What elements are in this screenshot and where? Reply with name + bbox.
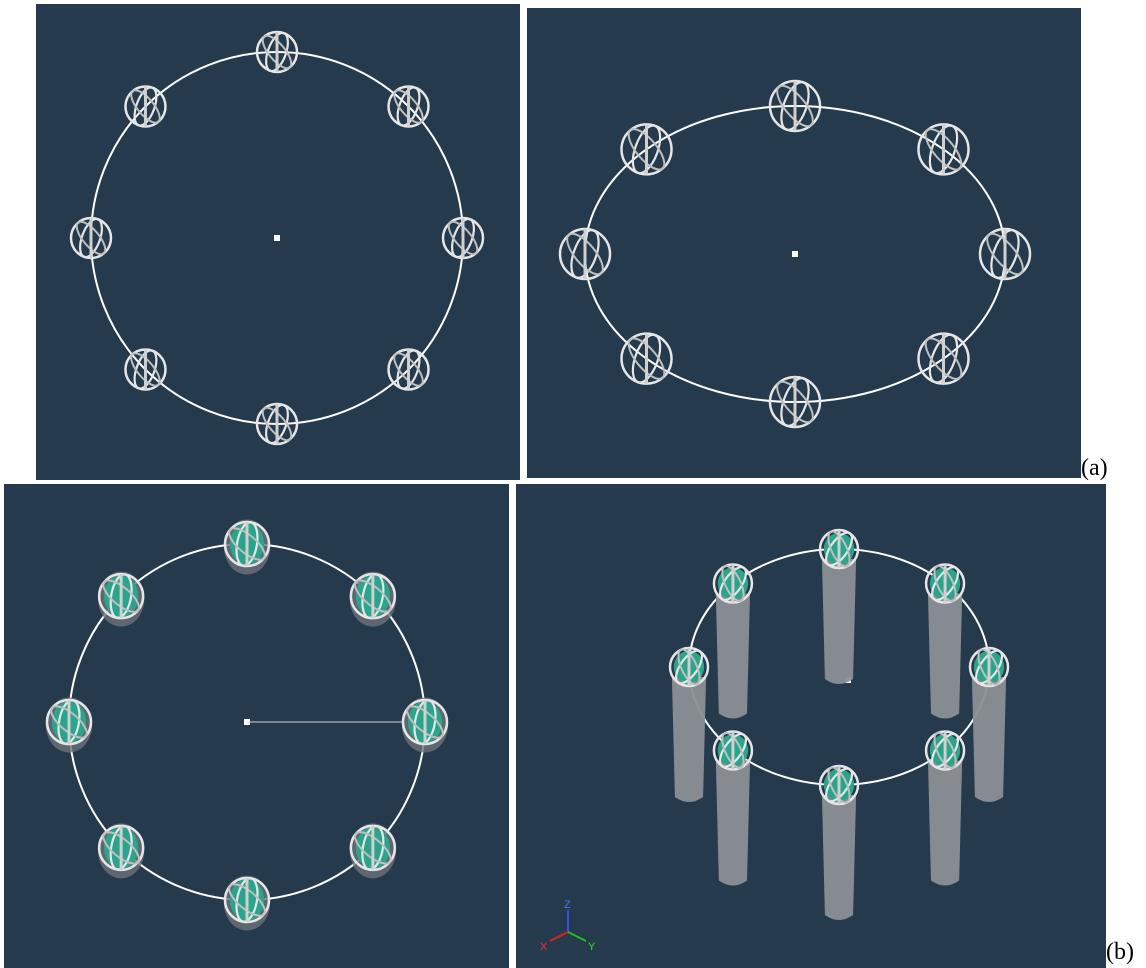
body-icon — [822, 559, 856, 684]
b-right-marker-7 — [670, 647, 708, 802]
b-right-marker-3 — [970, 647, 1008, 802]
b-left-marker-3 — [402, 698, 448, 753]
a-left-marker-2 — [389, 85, 429, 129]
b-left-marker-6 — [98, 823, 144, 878]
axis-x-line — [550, 932, 568, 941]
b-left-marker-1 — [224, 520, 270, 575]
scene-a-left — [36, 4, 520, 480]
a-left-marker-7 — [71, 216, 111, 260]
a-right-marker-4 — [918, 331, 968, 386]
body-icon — [972, 677, 1006, 802]
b-right-marker-1 — [820, 529, 858, 684]
body-icon — [672, 677, 706, 802]
axis-z-label: Z — [564, 899, 571, 911]
b-right-marker-2 — [926, 563, 964, 718]
body-icon — [716, 594, 750, 719]
axes-triad: Z X Y — [540, 899, 596, 953]
a-right-center-marker — [792, 251, 798, 257]
panel-a-left — [36, 4, 520, 480]
a-left-marker-6 — [125, 348, 165, 392]
a-right-marker-7 — [560, 227, 610, 282]
scene-a-right — [527, 8, 1081, 478]
panel-b-left — [4, 484, 509, 968]
b-left-marker-5 — [224, 876, 270, 931]
b-right-marker-8 — [714, 563, 752, 718]
axis-x-label: X — [540, 941, 548, 953]
a-left-marker-8 — [125, 85, 165, 129]
scene-b-right: Z X Y — [516, 484, 1106, 968]
b-left-marker-8 — [98, 572, 144, 627]
axis-y-line — [568, 932, 586, 941]
scene-b-left — [4, 484, 509, 968]
figure-label-a: (a) — [1081, 456, 1108, 480]
a-left-marker-4 — [389, 348, 429, 392]
b-right-marker-5 — [820, 765, 858, 920]
axis-y-label: Y — [588, 941, 596, 953]
a-right-marker-6 — [622, 331, 672, 386]
b-left-marker-7 — [46, 698, 92, 753]
a-left-center-marker — [274, 235, 280, 241]
panel-b-right: Z X Y — [516, 484, 1106, 968]
figure-label-b: (b) — [1106, 940, 1134, 964]
b-right-marker-4 — [926, 730, 964, 885]
b-right-marker-6 — [714, 730, 752, 885]
a-left-marker-3 — [443, 216, 483, 260]
body-icon — [928, 594, 962, 719]
panel-a-right — [527, 8, 1081, 478]
b-left-marker-2 — [350, 572, 396, 627]
body-icon — [822, 795, 856, 920]
a-right-marker-3 — [980, 227, 1030, 282]
a-right-marker-8 — [622, 122, 672, 177]
body-icon — [716, 760, 750, 885]
b-left-marker-4 — [350, 823, 396, 878]
a-right-marker-2 — [918, 122, 968, 177]
body-icon — [928, 760, 962, 885]
